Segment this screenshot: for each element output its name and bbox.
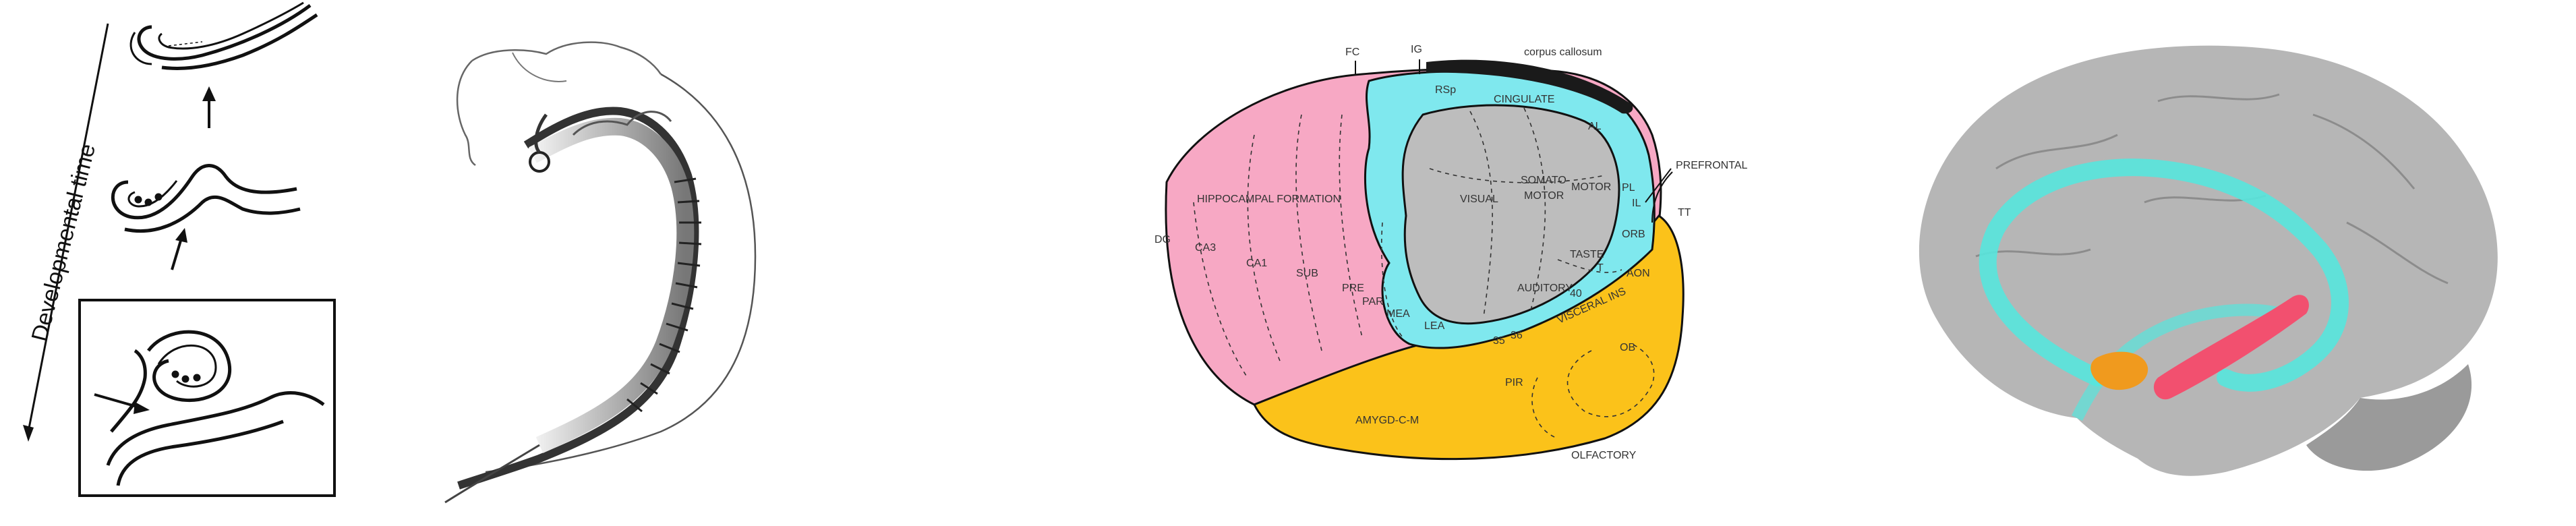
label-al: AL: [1588, 121, 1602, 132]
neocortex-region: [1401, 104, 1620, 325]
cerebellum: [2306, 364, 2472, 471]
label-rsp: RSp: [1435, 84, 1456, 96]
brain-render-panel: [1875, 0, 2576, 526]
somites: [626, 177, 702, 413]
label-orb: ORB: [1622, 229, 1645, 240]
leader-lines: [1355, 59, 1673, 223]
label-prefrontal: PREFRONTAL: [1676, 160, 1747, 171]
cortex-flatmap: FC IG corpus callosum RSp CINGULATE AL P…: [1154, 44, 1747, 461]
label-36: 36: [1511, 330, 1523, 341]
cortex-flatmap-panel: FC IG corpus callosum RSp CINGULATE AL P…: [1119, 0, 1821, 526]
developmental-sequence-panel: Developmental time: [0, 0, 378, 526]
amygdala: [2090, 351, 2148, 390]
label-aon: AON: [1627, 268, 1650, 279]
label-pl: PL: [1622, 182, 1635, 194]
label-ca3: CA3: [1195, 242, 1216, 254]
label-corpus-callosum: corpus callosum: [1524, 47, 1602, 58]
label-tt: TT: [1678, 207, 1691, 218]
embryo-outer-contour: [485, 73, 757, 473]
label-fc: FC: [1345, 47, 1359, 58]
label-mea: MEA: [1386, 308, 1410, 320]
label-ca1: CA1: [1246, 258, 1267, 269]
label-cingulate: CINGULATE: [1494, 94, 1554, 105]
label-olfactory: OLFACTORY: [1571, 450, 1637, 461]
label-40: 40: [1570, 288, 1582, 299]
label-somato-motor: MOTOR: [1524, 190, 1564, 202]
embryo-illustration-panel: [405, 0, 836, 526]
label-sub: SUB: [1296, 268, 1318, 279]
fiber-tract: [1979, 158, 2349, 392]
label-motor: MOTOR: [1571, 181, 1611, 193]
area-boundaries: [1193, 107, 1655, 439]
stage-early-drawing: [129, 1, 318, 70]
time-arrow-head: [23, 425, 34, 442]
label-auditory: AUDITORY: [1517, 283, 1573, 294]
corpus-callosum: [1426, 59, 1633, 114]
neural-tube: [457, 107, 699, 490]
stage-late-frame: [78, 299, 336, 497]
fiber-tract-lower: [2071, 303, 2295, 421]
stage-mid-drawing: [111, 164, 301, 233]
label-35: 35: [1493, 335, 1505, 347]
label-ig: IG: [1411, 44, 1422, 55]
label-somato: SOMATO-: [1521, 175, 1570, 186]
label-par: PAR: [1362, 296, 1384, 308]
hippocampus: [2153, 295, 2309, 400]
label-taste: TASTE: [1570, 249, 1604, 260]
label-il: IL: [1632, 198, 1641, 209]
label-pre: PRE: [1342, 283, 1364, 294]
time-arrow-line: [27, 23, 109, 432]
stage-late-drawing: [106, 330, 325, 486]
label-dg: DG: [1154, 234, 1171, 245]
label-hippocampal-formation: HIPPOCAMPAL FORMATION: [1197, 194, 1341, 205]
label-ob: OB: [1620, 342, 1635, 353]
brain-render: [1919, 45, 2498, 476]
label-pir: PIR: [1505, 377, 1523, 388]
stage-late-arrow: [94, 393, 142, 409]
label-lea: LEA: [1424, 320, 1445, 332]
stage-mid-arrow: [171, 235, 183, 270]
label-amygd: AMYGD-C-M: [1355, 415, 1419, 426]
developmental-sequence-drawing: [23, 1, 336, 497]
label-t: T: [1597, 262, 1604, 274]
embryo-drawing: [444, 41, 757, 504]
label-visual: VISUAL: [1460, 194, 1498, 205]
